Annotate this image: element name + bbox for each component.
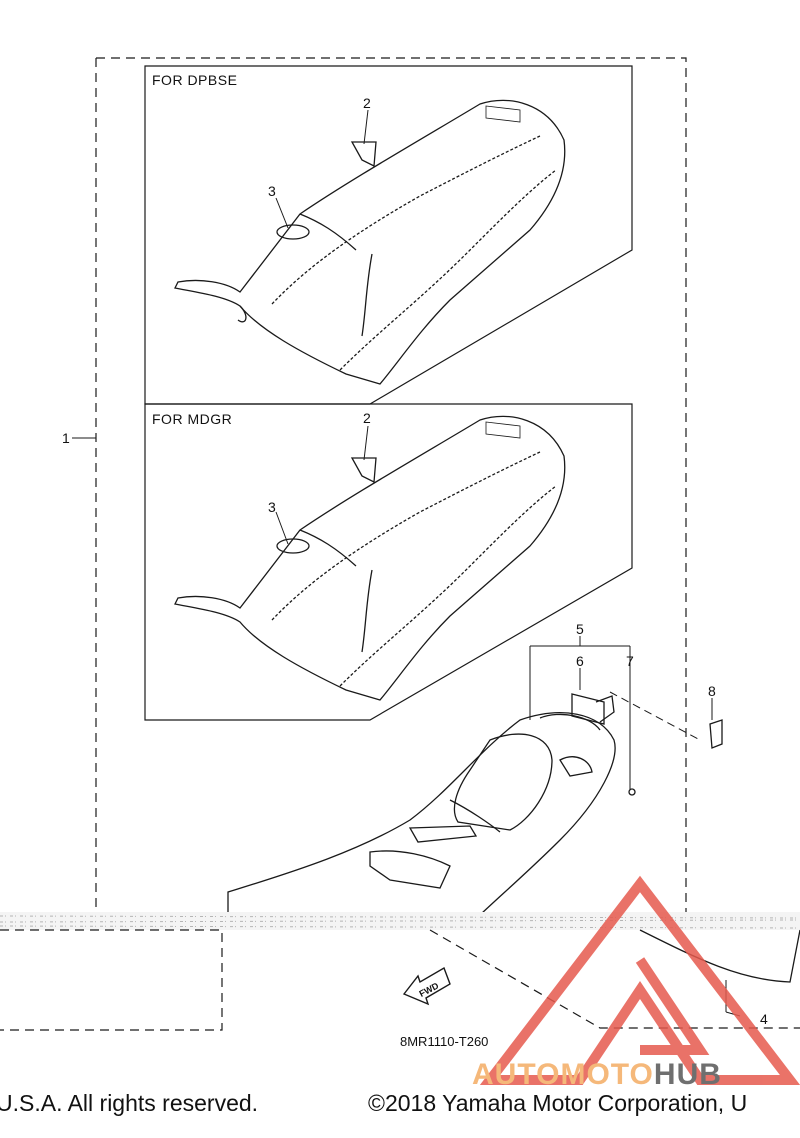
footer-rights: U.S.A. All rights reserved. (0, 1090, 259, 1116)
footer-copyright: ©2018 Yamaha Motor Corporation, U (368, 1090, 748, 1116)
callout-2-mdgr: 2 (363, 410, 371, 426)
callout-5: 5 (576, 621, 584, 637)
callout-8: 8 (708, 683, 716, 699)
variant-label-dpbse: FOR DPBSE (152, 72, 237, 88)
watermark-text-hub: HUB (653, 1058, 722, 1091)
variant-label-mdgr: FOR MDGR (152, 411, 232, 427)
watermark-text-automoto: AUTOMOTO (472, 1058, 654, 1091)
watermark-logo-icon (479, 875, 800, 1085)
seat-mdgr (174, 415, 566, 701)
callout-7: 7 (626, 653, 634, 669)
scan-noise-band (0, 912, 800, 930)
callout-1: 1 (62, 430, 70, 446)
variant-box-dpbse (144, 65, 633, 405)
fwd-arrow-icon: FWD (402, 966, 451, 1006)
callout-4: 4 (760, 1011, 768, 1027)
variant-box-mdgr (144, 403, 633, 721)
callout-3-mdgr: 3 (268, 499, 276, 515)
lower-boundary (0, 929, 800, 1031)
seat-base (227, 693, 723, 916)
callout-3-dpbse: 3 (268, 183, 276, 199)
watermark-text: AUTOMOTOHUB (472, 1058, 722, 1092)
lower-part-fragment (639, 929, 800, 983)
part-code: 8MR1110-T260 (400, 1034, 489, 1049)
callout-2-dpbse: 2 (363, 95, 371, 111)
callout-6: 6 (576, 653, 584, 669)
seat-dpbse (174, 99, 566, 385)
assembly-boundary (95, 57, 687, 915)
